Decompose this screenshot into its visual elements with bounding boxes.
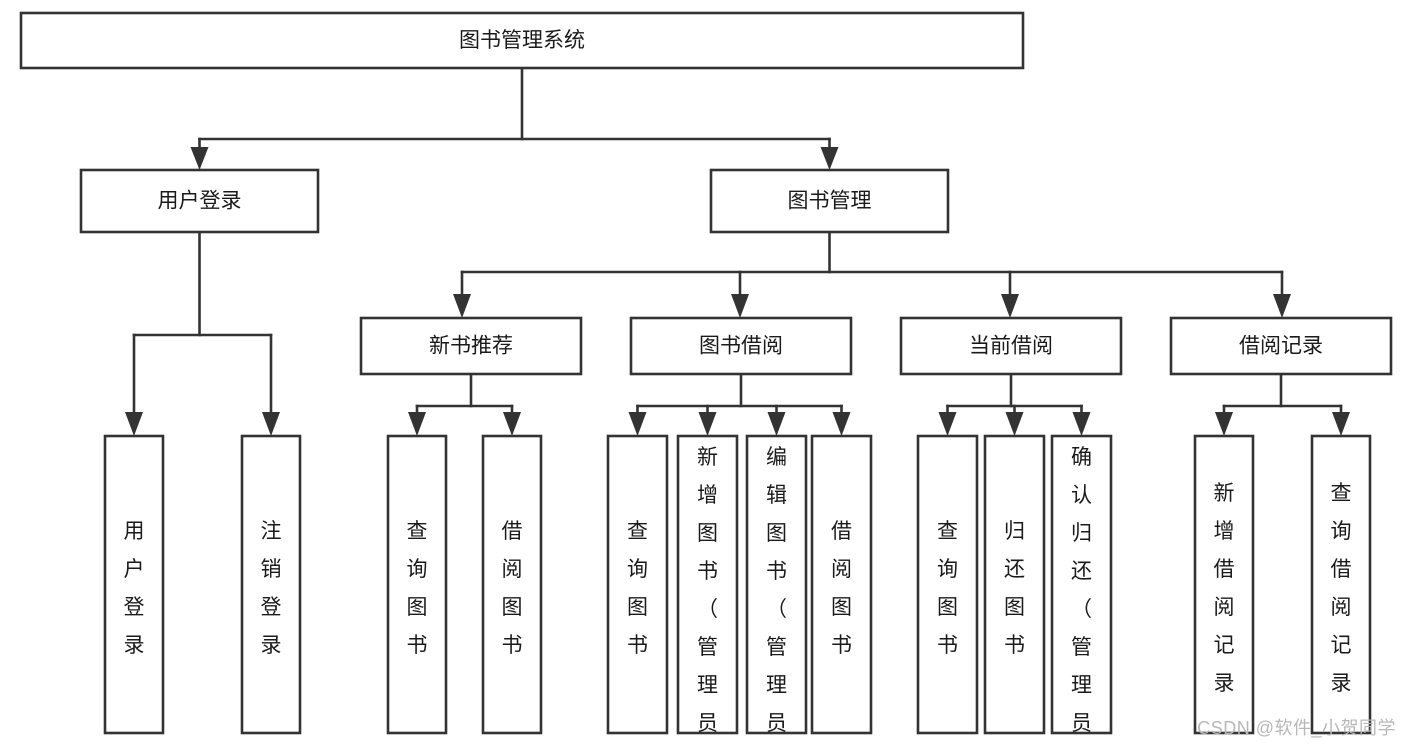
leaf-node-10[interactable]: 确认归还（管理员） [1050, 434, 1113, 747]
connector-layer [125, 66, 1350, 436]
arrowhead-to-new-book-rec [453, 294, 471, 318]
arrowhead-leaf-8 [832, 412, 851, 436]
arrowhead-leaf-7 [767, 412, 786, 436]
leaf-node-10-label: 确认归还（管理员） [1071, 446, 1092, 747]
leaf-node-8-label: 查询图书 [937, 520, 958, 657]
arrowhead-leaf-2 [262, 412, 280, 436]
leaf-node-1-box[interactable] [240, 434, 302, 735]
arrowhead-to-book-mgmt [820, 147, 839, 170]
leaf-node-4[interactable]: 查询图书 [606, 434, 669, 735]
arrowhead-leaf-4 [503, 412, 521, 436]
leaf-node-2-label: 查询图书 [407, 520, 428, 657]
leaf-node-0-label: 用户登录 [124, 520, 145, 657]
leaf-node-4-label: 查询图书 [627, 520, 648, 657]
arrowhead-to-current-borrow [1001, 294, 1019, 318]
level1-node-0-label: 用户登录 [158, 190, 242, 213]
leaf-node-6-box[interactable] [745, 434, 808, 735]
level2-node-2-label: 当前借阅 [969, 335, 1053, 358]
arrowhead-to-user-login [190, 147, 209, 170]
arrowhead-leaf-10 [1005, 412, 1024, 436]
arrowhead-leaf-13 [1332, 412, 1350, 436]
leaf-node-4-box[interactable] [606, 434, 669, 735]
root-node-book-management-system-box[interactable] [19, 11, 1025, 70]
level2-node-1-box[interactable] [629, 316, 853, 376]
arrowhead-leaf-6 [698, 412, 717, 436]
level1-node-1[interactable]: 图书管理 [709, 168, 950, 234]
arrowhead-leaf-11 [1072, 412, 1091, 436]
leaf-node-8-box[interactable] [916, 434, 979, 735]
level2-node-0[interactable]: 新书推荐 [359, 316, 583, 376]
leaf-node-7[interactable]: 借阅图书 [810, 434, 873, 735]
leaf-node-1[interactable]: 注销登录 [240, 434, 302, 735]
level2-node-2[interactable]: 当前借阅 [899, 316, 1123, 376]
arrowhead-leaf-12 [1215, 412, 1233, 436]
leaf-node-11-label: 新增借阅记录 [1214, 482, 1235, 695]
leaf-node-3-label: 借阅图书 [502, 520, 523, 657]
leaf-node-5[interactable]: 新增图书（管理员） [676, 434, 739, 747]
leaf-node-3-box[interactable] [481, 434, 543, 735]
leaf-node-6[interactable]: 编辑图书（管理员） [745, 434, 808, 747]
level2-node-3[interactable]: 借阅记录 [1169, 316, 1393, 376]
level2-node-3-label: 借阅记录 [1239, 335, 1323, 358]
leaf-node-3[interactable]: 借阅图书 [481, 434, 543, 735]
leaf-node-9[interactable]: 归还图书 [983, 434, 1046, 735]
leaf-node-10-box[interactable] [1050, 434, 1113, 735]
arrowhead-leaf-9 [938, 412, 957, 436]
node-layer: 图书管理系统用户登录图书管理新书推荐图书借阅当前借阅借阅记录用户登录注销登录查询… [19, 11, 1393, 747]
level2-node-0-box[interactable] [359, 316, 583, 376]
leaf-node-11-box[interactable] [1193, 434, 1255, 735]
arrowhead-leaf-5 [628, 412, 647, 436]
arrowhead-leaf-3 [408, 412, 426, 436]
arrowhead-to-borrow-record [1273, 294, 1291, 318]
leaf-node-1-label: 注销登录 [261, 520, 282, 657]
leaf-node-9-box[interactable] [983, 434, 1046, 735]
leaf-node-8[interactable]: 查询图书 [916, 434, 979, 735]
level2-node-1[interactable]: 图书借阅 [629, 316, 853, 376]
level2-node-2-box[interactable] [899, 316, 1123, 376]
leaf-node-12-box[interactable] [1310, 434, 1372, 735]
arrowhead-to-book-borrow [731, 294, 749, 318]
leaf-node-9-label: 归还图书 [1004, 520, 1025, 657]
leaf-node-2-box[interactable] [386, 434, 448, 735]
level2-node-0-label: 新书推荐 [429, 335, 513, 358]
leaf-node-7-box[interactable] [810, 434, 873, 735]
leaf-node-5-label: 新增图书（管理员） [697, 446, 718, 747]
leaf-node-6-label: 编辑图书（管理员） [766, 446, 787, 747]
leaf-node-11[interactable]: 新增借阅记录 [1193, 434, 1255, 735]
root-node-book-management-system[interactable]: 图书管理系统 [19, 11, 1025, 70]
leaf-node-2[interactable]: 查询图书 [386, 434, 448, 735]
level2-node-3-box[interactable] [1169, 316, 1393, 376]
root-node-book-management-system-label: 图书管理系统 [459, 29, 585, 52]
level1-node-0-box[interactable] [79, 168, 320, 234]
leaf-node-0-box[interactable] [103, 434, 165, 735]
leaf-node-5-box[interactable] [676, 434, 739, 735]
level1-node-1-box[interactable] [709, 168, 950, 234]
level2-node-1-label: 图书借阅 [699, 335, 783, 358]
leaf-node-0[interactable]: 用户登录 [103, 434, 165, 735]
level1-node-1-label: 图书管理 [788, 190, 872, 213]
leaf-node-7-label: 借阅图书 [831, 520, 852, 657]
level1-node-0[interactable]: 用户登录 [79, 168, 320, 234]
leaf-node-12-label: 查询借阅记录 [1331, 482, 1352, 695]
arrowhead-leaf-1 [125, 412, 143, 436]
leaf-node-12[interactable]: 查询借阅记录 [1310, 434, 1372, 735]
